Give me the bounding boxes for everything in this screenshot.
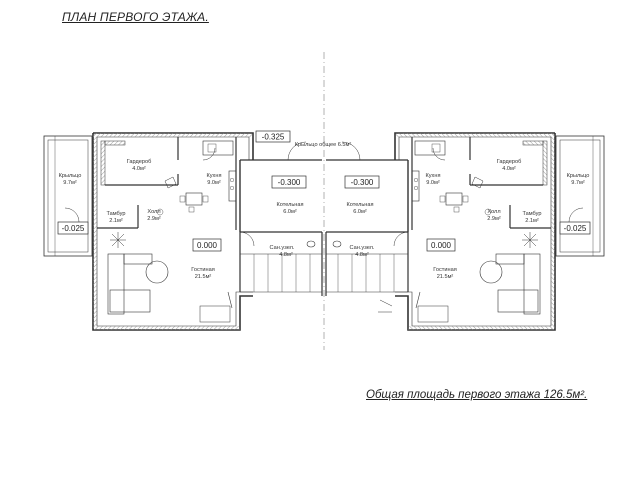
svg-text:2.9м²: 2.9м² [147, 216, 161, 222]
svg-text:2.1м²: 2.1м² [109, 218, 123, 224]
common-porch [252, 133, 396, 313]
total-area-caption: Общая площадь первого этажа 126.5м². [366, 389, 588, 401]
svg-text:-0.325: -0.325 [262, 133, 285, 142]
outer-wall-left [92, 132, 254, 331]
svg-text:21.5м²: 21.5м² [195, 274, 212, 280]
svg-text:9.7м²: 9.7м² [571, 180, 585, 186]
svg-text:Гостиная: Гостиная [191, 267, 214, 273]
level-box-boiler-right: -0.300 [344, 175, 380, 189]
svg-text:Котельная: Котельная [346, 202, 373, 208]
level-box-porch: -0.325 [255, 130, 291, 143]
svg-text:9.0м²: 9.0м² [426, 180, 440, 186]
svg-text:6.0м²: 6.0м² [283, 209, 297, 215]
svg-text:0.000: 0.000 [431, 241, 452, 250]
svg-text:Сан.узел.: Сан.узел. [350, 245, 375, 251]
svg-text:4.8м²: 4.8м² [355, 252, 369, 258]
svg-text:Гостиная: Гостиная [433, 267, 456, 273]
svg-text:Кухня: Кухня [207, 173, 222, 179]
svg-text:-0.300: -0.300 [278, 178, 301, 187]
svg-text:9.7м²: 9.7м² [63, 180, 77, 186]
level-box-living-left: 0.000 [192, 238, 222, 252]
porch-common-label: Крыльцо общее 6.5м² [295, 142, 352, 148]
svg-text:Тамбур: Тамбур [107, 211, 126, 217]
room-labels: Крыльцо общее 6.5м² Крыльцо 9.7м² Крыльц… [59, 142, 590, 280]
level-box-living-right: 0.000 [426, 238, 456, 252]
level-box-boiler-left: -0.300 [271, 175, 307, 189]
svg-text:Тамбур: Тамбур [523, 211, 542, 217]
svg-text:Гардероб: Гардероб [497, 159, 522, 165]
svg-text:Котельная: Котельная [276, 202, 303, 208]
svg-text:-0.025: -0.025 [564, 224, 587, 233]
svg-text:Гардероб: Гардероб [127, 159, 152, 165]
svg-text:4.8м²: 4.8м² [279, 252, 293, 258]
svg-text:2.1м²: 2.1м² [525, 218, 539, 224]
svg-text:4.0м²: 4.0м² [132, 166, 146, 172]
svg-text:4.0м²: 4.0м² [502, 166, 516, 172]
level-box-outer-left: -0.025 [57, 221, 89, 235]
svg-text:-0.025: -0.025 [62, 224, 85, 233]
svg-text:0.000: 0.000 [197, 241, 218, 250]
plan-title: ПЛАН ПЕРВОГО ЭТАЖА. [62, 10, 209, 24]
level-box-outer-right: -0.025 [559, 221, 591, 235]
svg-text:Крыльцо: Крыльцо [59, 173, 82, 179]
svg-text:Крыльцо: Крыльцо [567, 173, 590, 179]
porch-left [43, 135, 93, 257]
svg-text:Холл: Холл [147, 209, 160, 215]
svg-text:6.0м²: 6.0м² [353, 209, 367, 215]
svg-text:Сан.узел.: Сан.узел. [270, 245, 295, 251]
svg-text:2.9м²: 2.9м² [487, 216, 501, 222]
svg-text:21.5м²: 21.5м² [437, 274, 454, 280]
svg-text:9.0м²: 9.0м² [207, 180, 221, 186]
svg-text:-0.300: -0.300 [351, 178, 374, 187]
svg-text:Холл: Холл [487, 209, 500, 215]
svg-text:Кухня: Кухня [426, 173, 441, 179]
